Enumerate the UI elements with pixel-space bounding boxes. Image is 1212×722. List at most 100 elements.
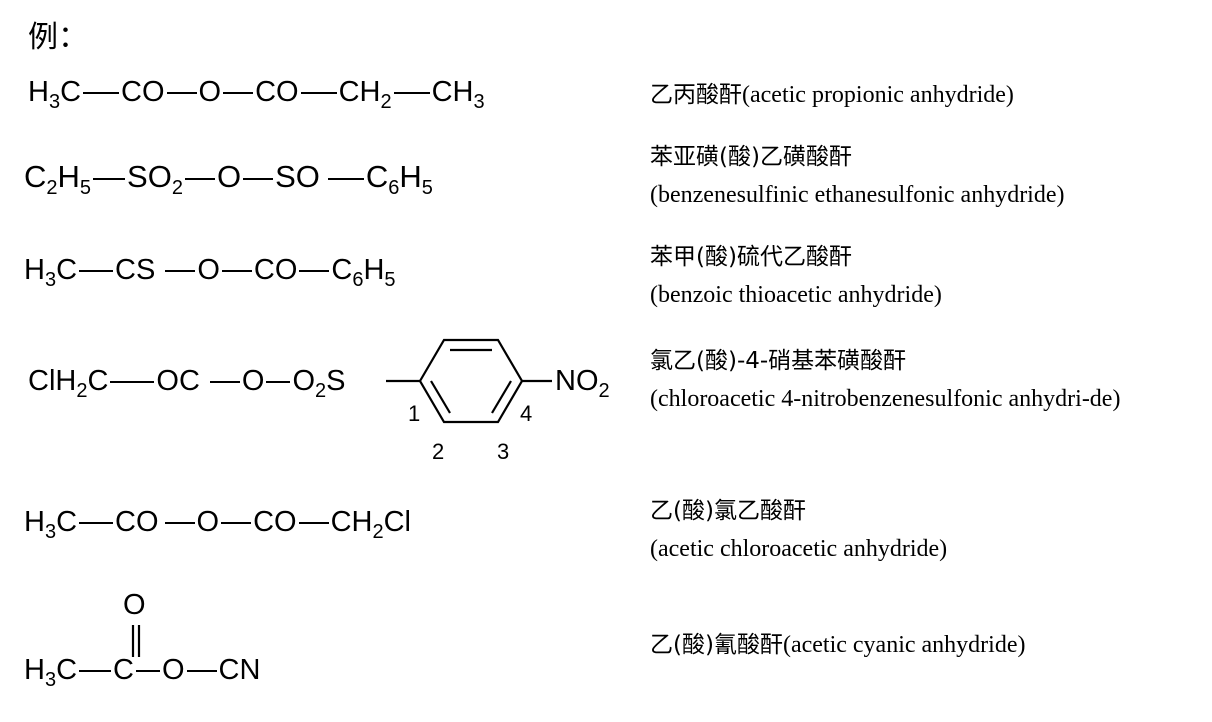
carbonyl-oxygen: O (123, 589, 146, 621)
single-bond (298, 522, 329, 525)
subscript: 3 (44, 669, 57, 691)
atom-text: CN (218, 654, 261, 686)
atom-text: O (198, 76, 222, 108)
atom-text: H (57, 159, 80, 194)
single-bond (266, 381, 291, 384)
benzene-ring (386, 338, 552, 424)
atom-text: Cl (383, 506, 411, 538)
atom-text: SO (127, 159, 172, 194)
atom-text: CO (253, 506, 297, 538)
name-acetic-propionic-anhydride: 乙丙酸酐(acetic propionic anhydride) (650, 76, 1014, 114)
single-bond (79, 522, 114, 525)
subscript: 2 (315, 380, 327, 402)
atom-text: C (56, 506, 78, 538)
subscript: 2 (76, 380, 88, 402)
atom-text: S (326, 365, 346, 397)
name-zh: 乙(酸)氰酸酐 (650, 632, 783, 658)
single-bond (135, 670, 160, 673)
atom-text: O (216, 159, 242, 194)
subscript: 5 (421, 177, 433, 199)
atom-text: CH (338, 76, 381, 108)
atom-text: C (365, 159, 389, 194)
single-bond (221, 522, 252, 525)
name-en: (benzenesulfinic ethanesulfonic anhydrid… (650, 182, 1065, 208)
subscript: 5 (79, 177, 92, 199)
single-bond (209, 381, 240, 384)
atom-text: CH (330, 506, 373, 538)
page-title: 例： (28, 20, 88, 55)
single-bond (184, 177, 215, 180)
single-bond (327, 177, 364, 180)
single-bond (221, 270, 252, 273)
subscript: 3 (48, 91, 61, 113)
subscript: 2 (46, 177, 58, 199)
atom-text: H (24, 506, 45, 538)
single-bond (79, 670, 112, 673)
single-bond (393, 92, 430, 95)
atom-text: CO (253, 254, 298, 286)
atom-text: C (56, 654, 78, 686)
atom-text: C (56, 254, 78, 286)
single-bond (165, 270, 196, 273)
name-zh: 氯乙(酸)-4-硝基苯磺酸酐 (650, 348, 907, 374)
atom-text: H (28, 76, 49, 108)
atom-text: O (196, 506, 220, 538)
name-en: (chloroacetic 4-nitrobenzenesulfonic anh… (650, 386, 1121, 412)
subscript: 5 (384, 269, 396, 291)
formula-acetic-chloroacetic-anhydride: H3C CO O CO CH2Cl (24, 506, 411, 542)
subscript: 3 (44, 521, 57, 543)
name-en: (benzoic thioacetic anhydride) (650, 282, 942, 308)
name-acetic-cyanic-anhydride: 乙(酸)氰酸酐(acetic cyanic anhydride) (650, 626, 1025, 664)
subscript: 2 (380, 91, 392, 113)
atom-text: C (60, 76, 82, 108)
atom-text: O (197, 254, 220, 286)
name-chloroacetic-nitrobenzenesulfonic-anhydride: 氯乙(酸)-4-硝基苯磺酸酐 (chloroacetic 4-nitrobenz… (650, 342, 1176, 418)
single-bond (79, 270, 114, 273)
atom-text: CO (115, 506, 159, 538)
atom-text: C (24, 159, 47, 194)
subscript: 6 (388, 177, 400, 199)
atom-text: SO (275, 159, 320, 194)
single-bond (300, 92, 337, 95)
single-bond (166, 92, 197, 95)
name-en: (acetic chloroacetic anhydride) (650, 536, 948, 562)
name-benzoic-thioacetic-anhydride: 苯甲(酸)硫代乙酸酐 (benzoic thioacetic anhydride… (650, 238, 942, 314)
single-bond (110, 381, 155, 384)
name-en: (acetic cyanic anhydride) (782, 632, 1026, 658)
name-en: (acetic propionic anhydride) (742, 82, 1014, 108)
name-benzenesulfinic-ethanesulfonic-anhydride: 苯亚磺(酸)乙磺酸酐 (benzenesulfinic ethanesulfon… (650, 138, 1065, 214)
carbonyl-double-bond (131, 625, 141, 657)
ring-inner-bond-left (430, 380, 451, 414)
ring-position-2: 2 (432, 439, 445, 464)
subscript: 2 (171, 177, 183, 199)
single-bond (164, 522, 195, 525)
name-zh: 乙丙酸酐 (650, 82, 742, 108)
atom-text: H (399, 159, 422, 194)
ring-position-4: 4 (520, 401, 533, 426)
atom-text: O (241, 365, 265, 397)
single-bond (243, 177, 274, 180)
atom-text: C (331, 254, 353, 286)
atom-text: H (24, 654, 45, 686)
single-bond (93, 177, 126, 180)
name-acetic-chloroacetic-anhydride: 乙(酸)氯乙酸酐 (acetic chloroacetic anhydride) (650, 492, 947, 568)
single-bond (299, 270, 330, 273)
atom-text: O (161, 654, 185, 686)
nitro-group: NO2 (555, 365, 610, 402)
subscript: 2 (372, 521, 384, 543)
single-bond (186, 670, 217, 673)
subscript: 3 (44, 269, 57, 291)
atom-text: CO (121, 76, 165, 108)
atom-text: CH (431, 76, 474, 108)
ring-position-1: 1 (408, 401, 421, 426)
atom-text: H (24, 254, 45, 286)
atom-text: CO (255, 76, 299, 108)
atom-text: C (87, 365, 109, 397)
single-bond (223, 92, 254, 95)
name-zh: 乙(酸)氯乙酸酐 (650, 498, 806, 524)
